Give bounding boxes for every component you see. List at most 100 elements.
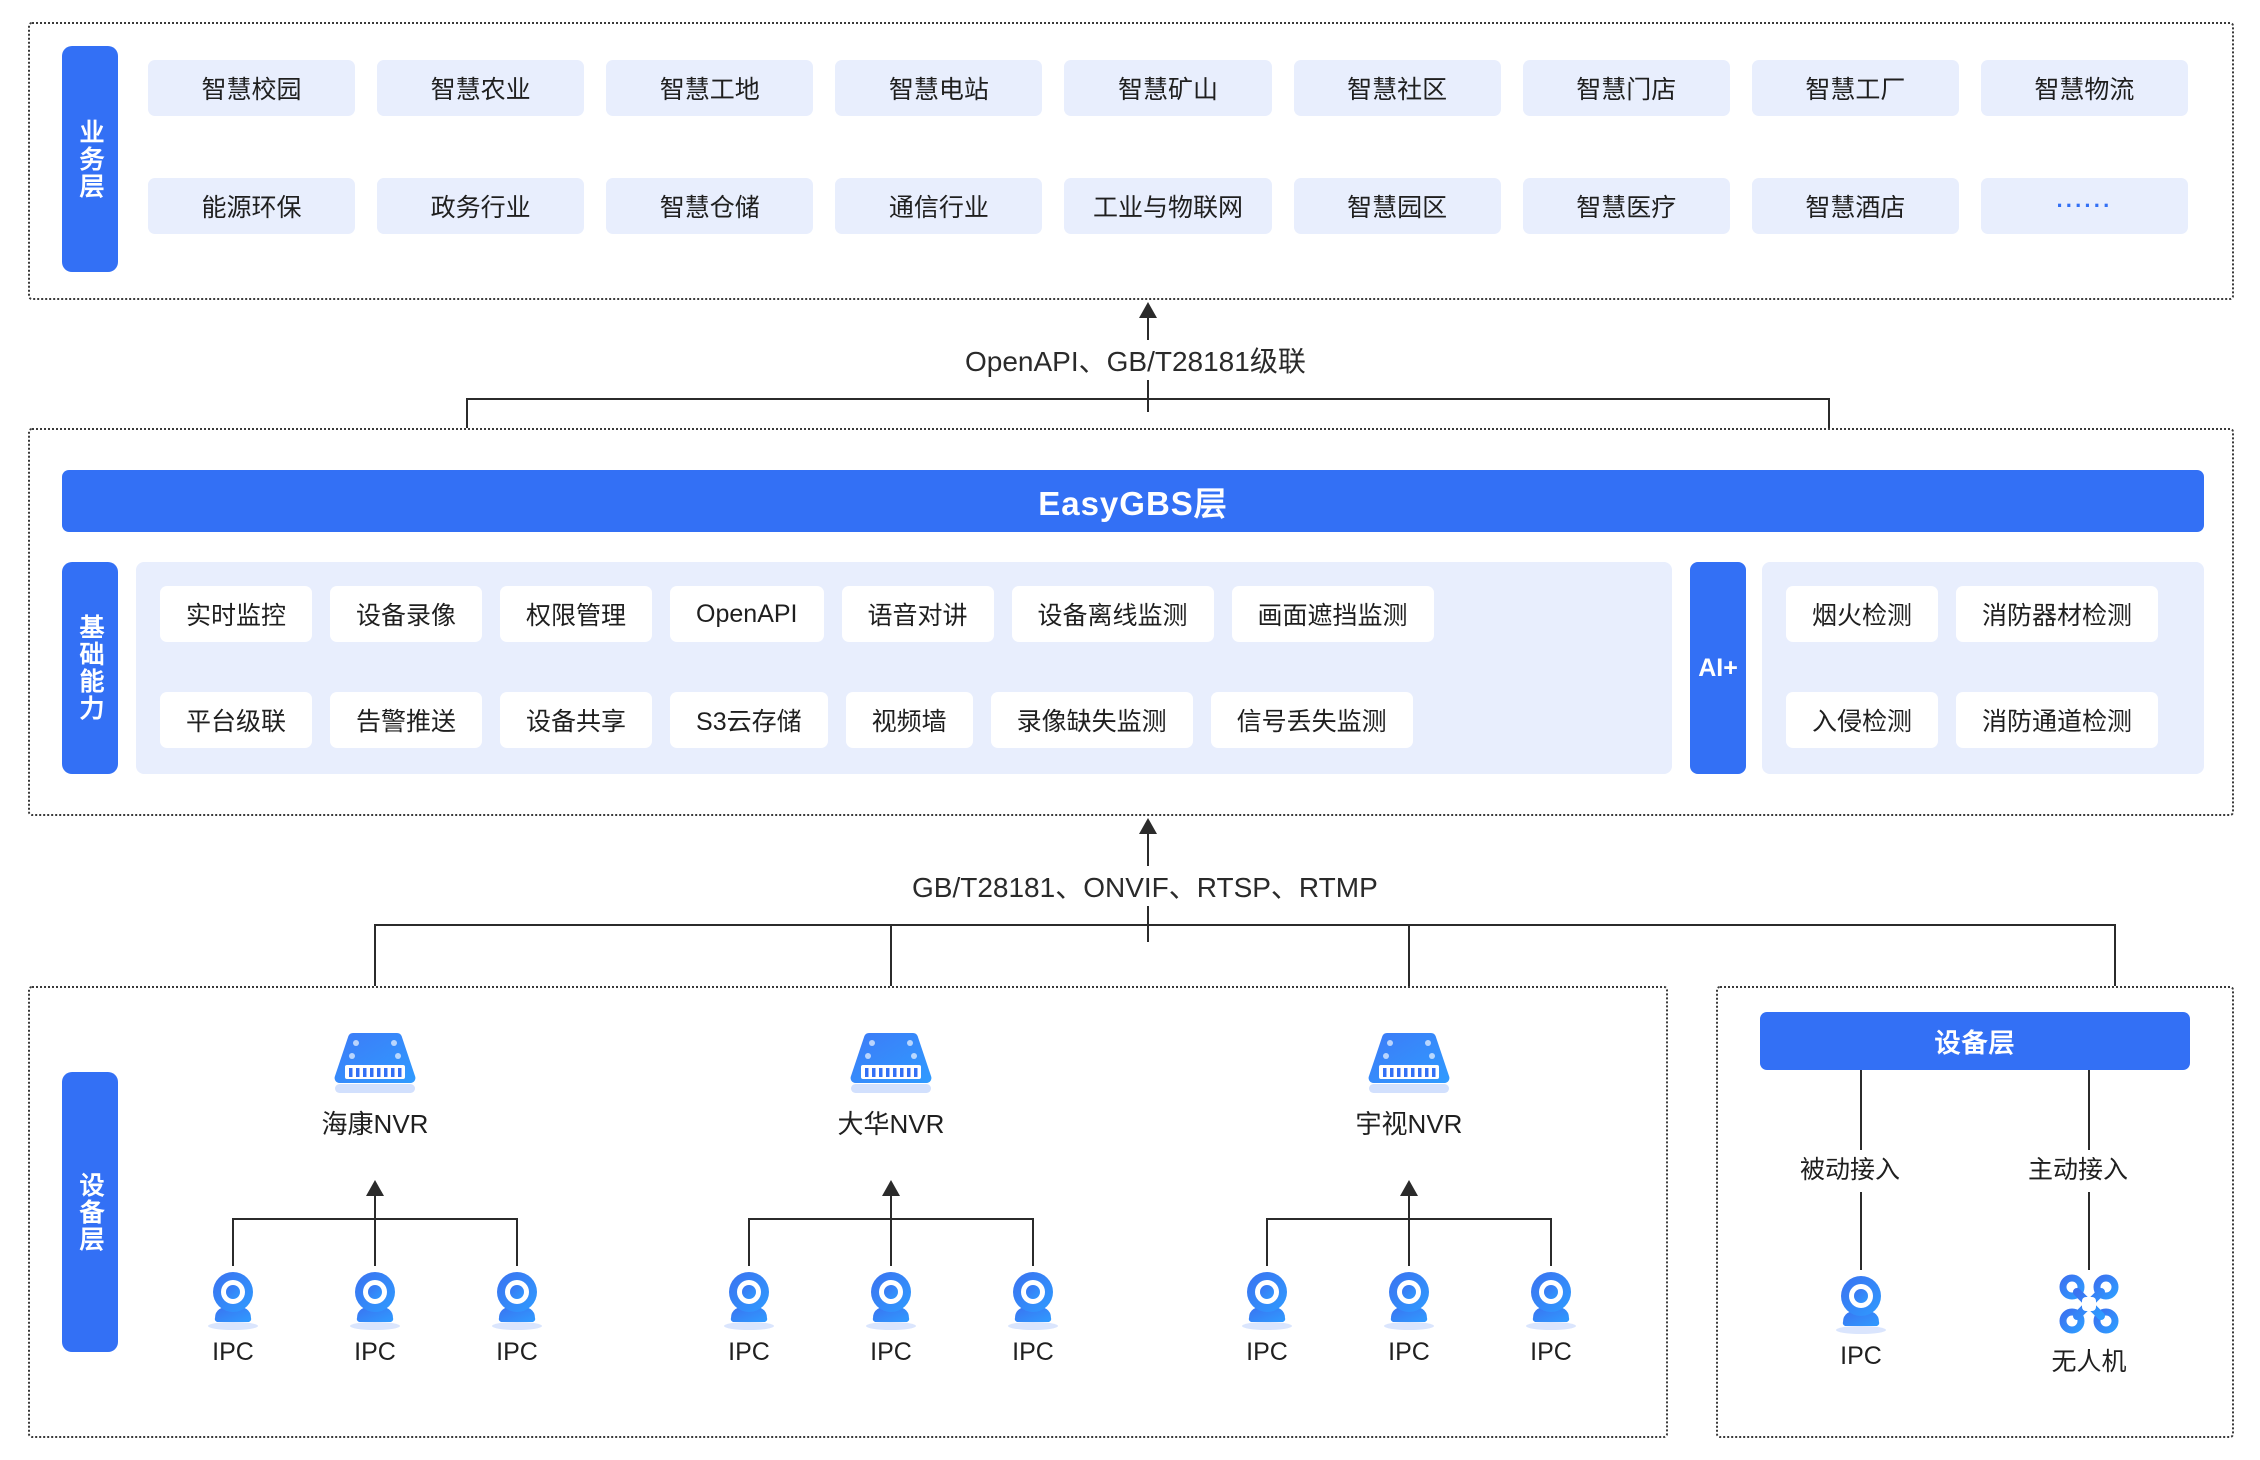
ipc-node[interactable]: IPC <box>714 1268 784 1367</box>
nvr-label: 宇视NVR <box>1355 1109 1463 1139</box>
ipc-label: IPC <box>1530 1338 1572 1366</box>
nvr-icon <box>1368 1033 1450 1093</box>
ipc-label: IPC <box>1388 1338 1430 1366</box>
camera-icon <box>1242 1272 1292 1330</box>
capability-item[interactable]: 实时监控 <box>160 586 313 642</box>
ipc-node[interactable]: IPC <box>482 1268 552 1367</box>
ipc-node[interactable]: IPC <box>340 1268 410 1367</box>
ipc-node[interactable]: IPC <box>998 1268 1068 1367</box>
device-layer-title-text: 设备层 <box>1934 1027 2016 1058</box>
nvr-node[interactable]: 海康NVR <box>310 1030 440 1141</box>
business-layer-side-label: 业务层 <box>62 46 118 272</box>
capability-item[interactable]: 信号丢失监测 <box>1210 692 1413 748</box>
nvr-node[interactable]: 宇视NVR <box>1344 1030 1474 1141</box>
device-layer-side-label: 设备层 <box>62 1072 118 1352</box>
connector-branch-3 <box>1408 924 1410 1032</box>
capability-side-label-text: 基础能力 <box>76 614 104 722</box>
capability-item[interactable]: 录像缺失监测 <box>990 692 1193 748</box>
ipc-branch <box>1266 1218 1268 1266</box>
capability-item[interactable]: 设备录像 <box>330 586 483 642</box>
nvr-node[interactable]: 大华NVR <box>826 1030 956 1141</box>
nvr-stem <box>890 1196 892 1220</box>
capability-row-2: 平台级联 告警推送 设备共享 S3云存储 视频墙 录像缺失监测 信号丢失监测 <box>160 692 1413 748</box>
ipc-node[interactable]: IPC <box>1232 1268 1302 1367</box>
nvr-icon <box>334 1033 416 1093</box>
ipc-node[interactable]: IPC <box>1374 1268 1444 1367</box>
business-item-more[interactable]: ······ <box>1980 178 2188 234</box>
device-layer-title-bar: 设备层 <box>1760 1012 2190 1070</box>
capability-item[interactable]: 画面遮挡监测 <box>1231 586 1434 642</box>
business-item[interactable]: 智慧矿山 <box>1064 60 1272 116</box>
ipc-branch <box>1032 1218 1034 1266</box>
capability-row-1: 实时监控 设备录像 权限管理 OpenAPI 语音对讲 设备离线监测 画面遮挡监… <box>160 586 1434 642</box>
capability-item[interactable]: 权限管理 <box>500 586 653 642</box>
business-item[interactable]: 能源环保 <box>148 178 356 234</box>
connector-label-bottom: GB/T28181、ONVIF、RTSP、RTMP <box>902 866 1388 906</box>
business-item[interactable]: 智慧门店 <box>1522 60 1730 116</box>
connector-arrow-up-bottom <box>1139 818 1157 834</box>
ipc-node[interactable]: IPC <box>1516 1268 1586 1367</box>
connector-bus-top <box>466 398 1830 400</box>
drone-icon <box>2059 1274 2119 1334</box>
drone-node[interactable]: 无人机 <box>2051 1272 2127 1378</box>
capability-item[interactable]: S3云存储 <box>670 692 828 748</box>
capability-item[interactable]: 设备离线监测 <box>1011 586 1214 642</box>
nvr-arrow <box>366 1180 384 1196</box>
business-item[interactable]: 智慧医疗 <box>1522 178 1730 234</box>
ai-row-1: 烟火检测 消防器材检测 <box>1786 586 2159 642</box>
ai-row-2: 入侵检测 消防通道检测 <box>1786 692 2159 748</box>
ai-item[interactable]: 入侵检测 <box>1786 692 1939 748</box>
camera-icon <box>492 1272 542 1330</box>
capability-side-label: 基础能力 <box>62 562 118 774</box>
ai-item[interactable]: 消防器材检测 <box>1956 586 2159 642</box>
business-item[interactable]: 智慧农业 <box>377 60 585 116</box>
device-layer-side-label-text: 设备层 <box>76 1171 104 1253</box>
ipc-node[interactable]: IPC <box>856 1268 926 1367</box>
drone-label: 无人机 <box>2051 1348 2127 1376</box>
active-access-line-bottom <box>2088 1192 2090 1270</box>
business-item[interactable]: 智慧工地 <box>606 60 814 116</box>
camera-icon <box>208 1272 258 1330</box>
business-item[interactable]: 智慧工厂 <box>1751 60 1959 116</box>
camera-icon <box>724 1272 774 1330</box>
easygbs-title-bar: EasyGBS层 <box>62 470 2204 532</box>
business-item[interactable]: 通信行业 <box>835 178 1043 234</box>
ipc-branch <box>748 1218 750 1266</box>
capability-item[interactable]: 语音对讲 <box>841 586 994 642</box>
capability-item[interactable]: 告警推送 <box>330 692 483 748</box>
ipc-label: IPC <box>496 1338 538 1366</box>
business-item[interactable]: 工业与物联网 <box>1064 178 1272 234</box>
business-item[interactable]: 智慧社区 <box>1293 60 1501 116</box>
capability-item[interactable]: 视频墙 <box>845 692 973 748</box>
camera-icon <box>350 1272 400 1330</box>
capability-item[interactable]: OpenAPI <box>670 586 824 642</box>
business-layer-side-label-text: 业务层 <box>76 118 104 200</box>
business-item[interactable]: 智慧电站 <box>835 60 1043 116</box>
ipc-node-passive[interactable]: IPC <box>1826 1272 1896 1371</box>
passive-access-label: 被动接入 <box>1792 1150 1909 1186</box>
ai-item[interactable]: 消防通道检测 <box>1956 692 2159 748</box>
ipc-label: IPC <box>1840 1342 1882 1370</box>
nvr-arrow <box>882 1180 900 1196</box>
connector-branch-2 <box>890 924 892 1032</box>
capability-item[interactable]: 平台级联 <box>160 692 313 748</box>
business-item[interactable]: 智慧酒店 <box>1751 178 1959 234</box>
ipc-node[interactable]: IPC <box>198 1268 268 1367</box>
business-item[interactable]: 智慧校园 <box>148 60 356 116</box>
business-item[interactable]: 政务行业 <box>377 178 585 234</box>
business-item[interactable]: 智慧园区 <box>1293 178 1501 234</box>
ai-item[interactable]: 烟火检测 <box>1786 586 1939 642</box>
ipc-label: IPC <box>1012 1338 1054 1366</box>
business-item[interactable]: 智慧仓储 <box>606 178 814 234</box>
ai-plus-side-label-text: AI+ <box>1698 653 1738 682</box>
ipc-branch <box>232 1218 234 1266</box>
connector-branch-4 <box>2114 924 2116 1012</box>
ipc-branch <box>890 1218 892 1266</box>
nvr-arrow <box>1400 1180 1418 1196</box>
nvr-stem <box>1408 1196 1410 1220</box>
ai-plus-side-label: AI+ <box>1690 562 1746 774</box>
active-access-label: 主动接入 <box>2020 1150 2137 1186</box>
business-item[interactable]: 智慧物流 <box>1980 60 2188 116</box>
capability-item[interactable]: 设备共享 <box>500 692 653 748</box>
ipc-label: IPC <box>354 1338 396 1366</box>
